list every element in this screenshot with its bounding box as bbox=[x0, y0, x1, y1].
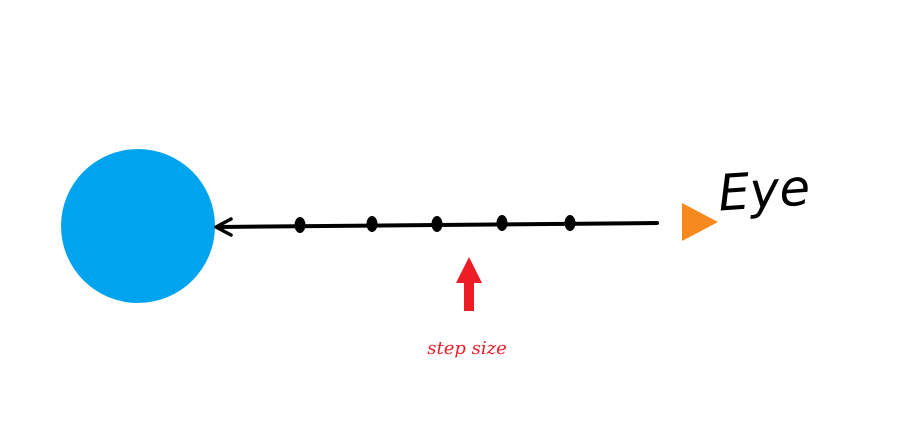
step-size-label: step size bbox=[427, 338, 507, 359]
target-sphere bbox=[61, 149, 215, 303]
sample-points bbox=[294, 215, 576, 233]
ray-arrowhead-icon bbox=[214, 217, 233, 237]
sample-point bbox=[496, 215, 508, 231]
sample-point bbox=[294, 217, 306, 233]
eye-label: Eye bbox=[716, 158, 812, 222]
step-size-arrow-icon bbox=[456, 257, 482, 311]
sample-point bbox=[366, 216, 378, 232]
sample-point bbox=[431, 216, 443, 232]
eye-marker-icon bbox=[682, 203, 718, 241]
sample-point bbox=[564, 215, 576, 231]
